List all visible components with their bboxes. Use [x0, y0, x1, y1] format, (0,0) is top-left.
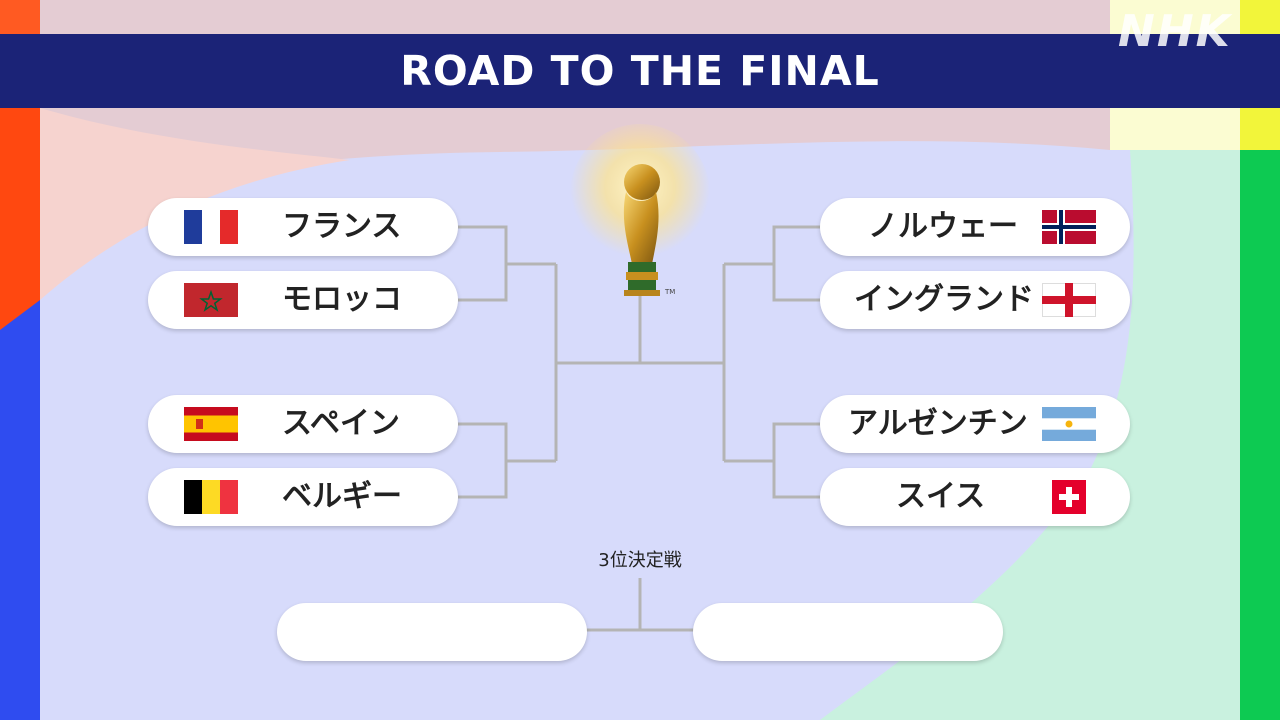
broadcaster-logo: NHK [1118, 6, 1232, 57]
world-cup-trophy-icon: TM [570, 124, 710, 296]
svg-text:TM: TM [664, 288, 675, 296]
team-slot-right-3: アルゼンチン [820, 395, 1130, 453]
switzerland-flag [1052, 480, 1086, 514]
third-place-slot-1 [277, 603, 587, 661]
spain-flag [184, 407, 238, 441]
team-name: フランス [282, 209, 402, 244]
title-banner: ROAD TO THE FINAL [0, 34, 1280, 108]
third-place-slot-2 [693, 603, 1003, 661]
third-place-connector [586, 578, 694, 632]
norway-flag [1042, 210, 1096, 244]
third-place-label: 3位決定戦 [598, 550, 682, 571]
team-slot-right-2: イングランド [820, 271, 1130, 329]
team-name: スイス [896, 479, 986, 514]
team-name: アルゼンチン [848, 406, 1028, 441]
team-slot-right-4: スイス [820, 468, 1130, 526]
team-slot-left-3: スペイン [148, 395, 458, 453]
right-semi-connector [640, 264, 726, 461]
page-title: ROAD TO THE FINAL [400, 47, 880, 95]
left-semi-connector [554, 264, 640, 461]
england-flag [1042, 283, 1096, 317]
team-name: ノルウェー [868, 209, 1018, 244]
team-slot-left-1: フランス [148, 198, 458, 256]
team-name: ベルギー [282, 479, 402, 514]
team-slot-right-1: ノルウェー [820, 198, 1130, 256]
argentina-flag [1042, 407, 1096, 441]
left-match1-connector [458, 225, 556, 302]
team-name: モロッコ [282, 282, 402, 317]
france-flag [184, 210, 238, 244]
right-match1-connector [724, 225, 822, 302]
team-slot-left-2: モロッコ [148, 271, 458, 329]
team-slot-left-4: ベルギー [148, 468, 458, 526]
left-match2-connector [458, 422, 556, 499]
team-name: イングランド [854, 282, 1034, 317]
right-match2-connector [724, 422, 822, 499]
team-name: スペイン [282, 406, 400, 441]
belgium-flag [184, 480, 238, 514]
morocco-flag [184, 283, 238, 317]
